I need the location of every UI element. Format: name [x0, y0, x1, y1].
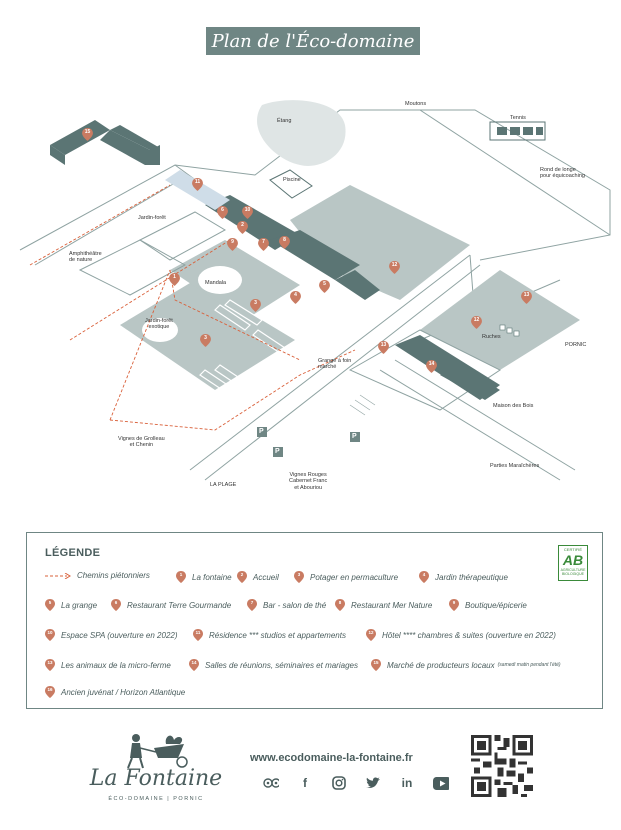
instagram-icon[interactable]: [331, 775, 347, 791]
pin-icon: 6: [111, 599, 121, 611]
map-pin-7[interactable]: 7: [258, 238, 269, 251]
gardener-wheelbarrow-icon: [127, 734, 188, 769]
map-pin-13[interactable]: 13: [378, 341, 389, 354]
map-pin-14[interactable]: 14: [426, 360, 437, 373]
site-map: Moutons Étang Tennis Rond de longe pour …: [0, 70, 621, 530]
pin-icon: 8: [335, 599, 345, 611]
youtube-icon[interactable]: [433, 775, 449, 791]
map-pin-13[interactable]: 13: [521, 291, 532, 304]
parking-icon: P: [259, 428, 264, 435]
legend-title: LÉGENDE: [45, 547, 101, 559]
tripadvisor-icon[interactable]: [263, 775, 279, 791]
brand-logo: La Fontaine ÉCO-DOMAINE | PORNIC: [86, 730, 226, 805]
pin-icon: 2: [237, 571, 247, 583]
logo-name: La Fontaine: [89, 766, 223, 791]
website-link[interactable]: www.ecodomaine-la-fontaine.fr: [250, 752, 413, 764]
label-tennis: Tennis: [510, 115, 526, 121]
pin-icon: 13: [45, 659, 55, 671]
pin-icon: 3: [294, 571, 304, 583]
map-pin-3[interactable]: 3: [200, 334, 211, 347]
map-pin-12[interactable]: 12: [389, 261, 400, 274]
social-links: f in: [263, 775, 449, 791]
map-pin-10[interactable]: 10: [242, 206, 253, 219]
label-jardin-foret: Jardin-forêt: [138, 215, 166, 221]
map-pin-15[interactable]: 15: [82, 128, 93, 141]
pin-icon: 9: [449, 599, 459, 611]
pin-icon: 10: [45, 629, 55, 641]
qr-code[interactable]: [471, 735, 533, 797]
pin-icon: 15: [371, 659, 381, 671]
pin-icon: 12: [366, 629, 376, 641]
label-maison-bois: Maison des Bois: [493, 403, 534, 409]
pin-icon: 11: [193, 629, 203, 641]
label-grange-foin: Grange à foin marché: [318, 358, 352, 371]
legend-box: LÉGENDE CERTIFIÉ AB AGRICULTURE BIOLOGIQ…: [26, 532, 603, 709]
pin-icon: 16: [45, 686, 55, 698]
map-pin-12[interactable]: 12: [471, 316, 482, 329]
linkedin-icon[interactable]: in: [401, 776, 413, 790]
facebook-icon[interactable]: f: [303, 776, 307, 790]
label-rond-longe: Rond de longe pour équicoaching: [540, 167, 585, 180]
ab-organic-logo: CERTIFIÉ AB AGRICULTURE BIOLOGIQUE: [558, 545, 588, 581]
page-title: Plan de l'Éco-domaine: [206, 27, 420, 55]
map-drawing: [19, 100, 611, 481]
label-piscine: Piscine: [283, 177, 301, 183]
pin-icon: 7: [247, 599, 257, 611]
parking-icon: P: [275, 448, 280, 455]
pin-icon: 1: [176, 571, 186, 583]
map-pin-1[interactable]: 1: [169, 273, 180, 286]
label-la-plage: LA PLAGE: [210, 482, 237, 488]
pin-icon: 14: [189, 659, 199, 671]
pin-icon: 4: [419, 571, 429, 583]
label-etang: Étang: [277, 118, 292, 124]
label-jardin-foret-exotique: Jardin-forêt exotique: [145, 318, 173, 331]
map-pin-11[interactable]: 11: [192, 178, 203, 191]
logo-subtitle: ÉCO-DOMAINE | PORNIC: [108, 796, 204, 802]
twitter-icon[interactable]: [365, 775, 381, 791]
label-parties-maraicheres: Parties Maraîchères: [490, 463, 540, 469]
label-vignes-grolleau: Vignes de Grolleau et Chenin: [118, 436, 165, 449]
map-pin-4[interactable]: 4: [290, 291, 301, 304]
map-pin-6[interactable]: 6: [217, 206, 228, 219]
label-amphitheatre: Amphithéâtre de nature: [69, 251, 102, 264]
label-vignes-rouges: Vignes Rouges Cabernet Franc et Abouriou: [289, 472, 328, 491]
parking-icon: P: [352, 433, 357, 440]
map-pin-2[interactable]: 2: [237, 221, 248, 234]
map-pin-5[interactable]: 5: [319, 280, 330, 293]
map-pin-9[interactable]: 9: [227, 238, 238, 251]
map-pin-3[interactable]: 3: [250, 299, 261, 312]
label-ruches: Ruches: [482, 334, 501, 340]
label-pornic: PORNIC: [565, 342, 587, 348]
label-moutons: Moutons: [405, 101, 427, 107]
label-mandala: Mandala: [205, 280, 227, 286]
pin-icon: 5: [45, 599, 55, 611]
dashed-arrow-icon: [45, 572, 71, 579]
map-pin-8[interactable]: 8: [279, 236, 290, 249]
legend-item-paths: Chemins piétonniers: [45, 571, 150, 580]
